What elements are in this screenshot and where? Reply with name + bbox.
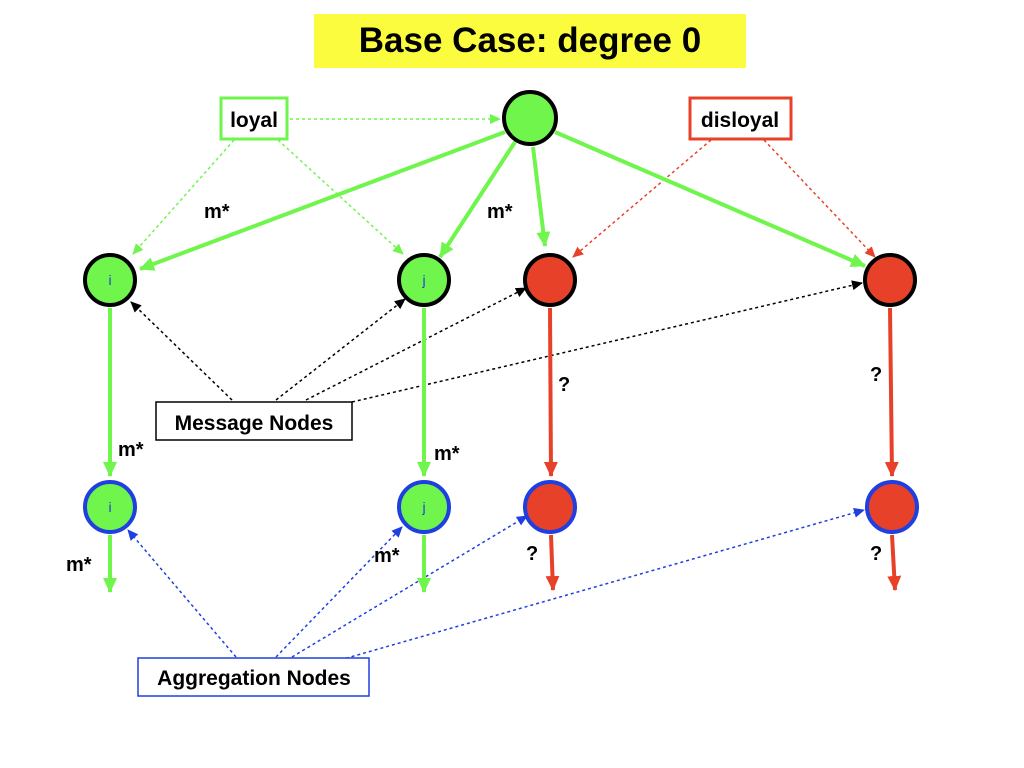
agg-i-out-label: m* <box>66 554 92 576</box>
red2-out-label: ? <box>870 543 882 565</box>
message-node-j-label: j <box>421 272 425 288</box>
message-to-aggregation-edges <box>103 307 899 477</box>
aggregation-nodes-box-label: Aggregation Nodes <box>157 667 351 690</box>
page-title: Base Case: degree 0 <box>358 21 702 60</box>
aggregation-node-red1 <box>523 480 577 534</box>
aggregation-node-i-label: i <box>108 499 111 515</box>
agg-j-out-label: m* <box>374 545 400 567</box>
agg-to-j-pointer <box>275 526 403 658</box>
agg-red1-out-edge <box>545 534 560 591</box>
aggregation-nodes-box: Aggregation Nodes <box>137 657 370 697</box>
loyal-pointers <box>132 114 501 255</box>
loyal-to-i-edge <box>132 139 235 255</box>
msg-to-j-pointer <box>275 298 406 401</box>
disloyal-box-label: disloyal <box>701 109 779 132</box>
root-to-i-edge <box>139 130 506 271</box>
disloyal-to-red1-edge <box>572 139 712 258</box>
aggregation-output-edges <box>103 534 902 593</box>
root-to-j-edge <box>438 140 517 259</box>
disloyal-to-red2-edge <box>763 139 876 258</box>
root-to-j-label: m* <box>487 201 513 223</box>
loyal-to-j-edge <box>277 139 404 255</box>
aggregation-node-pointers <box>127 507 865 661</box>
agg-red2-out-edge <box>887 534 902 591</box>
red1-out-label: ? <box>526 543 538 565</box>
message-node-red1 <box>523 253 577 307</box>
aggregation-node-j <box>397 480 451 534</box>
agg-to-red1-pointer <box>291 515 528 658</box>
edge-labels: m* m* m* m* m* m* ? ? ? ? <box>66 201 882 576</box>
red1-to-agg-edge <box>543 307 558 477</box>
agg-to-i-pointer <box>127 529 237 658</box>
agg-to-red2-pointer <box>339 507 865 661</box>
msg-to-i-pointer <box>130 301 233 401</box>
root-to-red2-edge <box>554 130 866 268</box>
red1-to-agg-label: ? <box>558 374 570 396</box>
aggregation-node-j-label: j <box>421 499 425 515</box>
message-node-red2 <box>863 253 917 307</box>
title-banner: Base Case: degree 0 <box>314 14 746 68</box>
j-to-agg-j-label: m* <box>434 443 460 465</box>
message-node-i <box>83 253 137 307</box>
root-edges <box>139 130 866 271</box>
msg-to-red1-pointer <box>305 287 527 401</box>
message-node-i-label: i <box>108 272 111 288</box>
message-nodes-box: Message Nodes <box>155 401 353 441</box>
red2-to-agg-label: ? <box>870 364 882 386</box>
red2-to-agg-edge <box>884 307 899 477</box>
disloyal-pointers <box>572 139 876 258</box>
message-node-pointers <box>130 280 863 403</box>
root-to-red1-edge <box>531 146 551 247</box>
disloyal-box: disloyal <box>688 96 793 141</box>
i-to-agg-i-label: m* <box>118 439 144 461</box>
loyal-box: loyal <box>219 96 289 141</box>
aggregation-node-i <box>83 480 137 534</box>
aggregation-node-red2 <box>865 480 919 534</box>
message-nodes-box-label: Message Nodes <box>175 412 334 435</box>
loyal-box-label: loyal <box>230 109 278 132</box>
root-node <box>502 90 558 146</box>
root-to-i-label: m* <box>204 201 230 223</box>
nodes: i j i j <box>83 90 919 534</box>
message-node-j <box>397 253 451 307</box>
